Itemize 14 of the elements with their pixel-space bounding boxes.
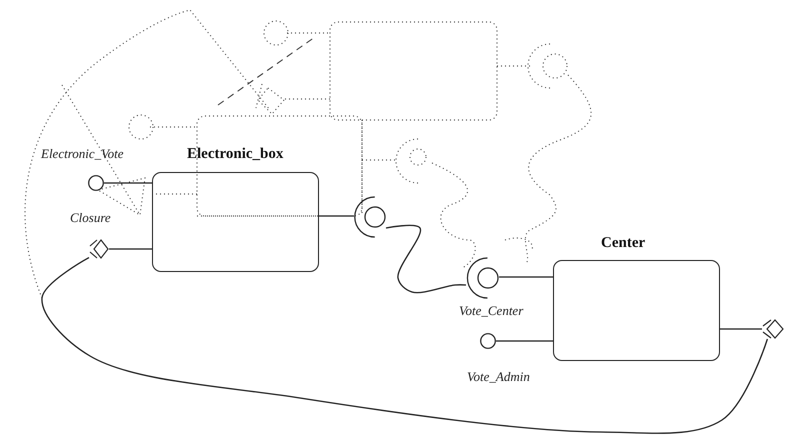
connector-line — [319, 215, 354, 217]
connector-line — [109, 248, 152, 250]
connector-line — [499, 276, 553, 278]
connector-line — [496, 340, 553, 342]
connector-line — [720, 328, 762, 330]
port-name: Electronic_Vote — [41, 146, 124, 162]
connector-line — [104, 182, 152, 184]
connector-line — [41, 257, 768, 434]
component-name: Electronic_box — [187, 146, 284, 163]
component-name: Center — [601, 235, 646, 252]
port-name: Vote_Center — [459, 303, 524, 319]
port-name: Closure — [70, 210, 111, 226]
port-name: Vote_Admin — [467, 369, 530, 385]
connector-line — [386, 224, 466, 294]
